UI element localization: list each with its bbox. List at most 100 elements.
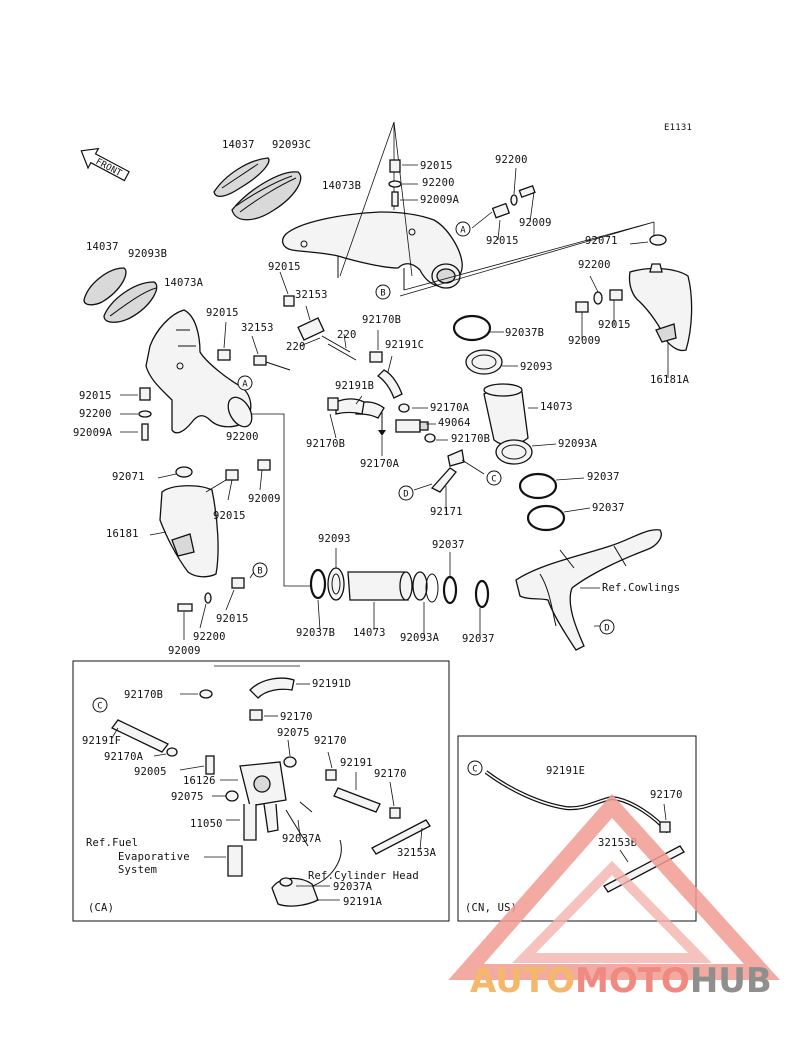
connector-letter: A (242, 380, 248, 390)
ring-92093-b (327, 567, 345, 601)
part-label-p-92200-top: 92200 (422, 177, 455, 189)
part-label-p-49064: 49064 (438, 417, 471, 429)
collar-92015-top (389, 159, 401, 173)
part-label-p-16181: 16181 (106, 528, 139, 540)
part-label-p-92170a-ca: 92170A (104, 751, 144, 763)
watermark-logo: AUTOMOTOHUB (448, 793, 781, 1001)
part-label-p-92093b: 92093B (128, 248, 167, 260)
part-label-p-92170-ca3: 92170 (374, 768, 407, 780)
part-label-p-92191f: 92191F (82, 735, 121, 747)
part-label-p-92009-r: 92009 (519, 217, 552, 229)
part-label-p-32153-l: 32153 (241, 322, 274, 334)
part-label-p-92075-ca2: 92075 (171, 791, 204, 803)
part-label-p-32153b: 32153B (598, 837, 637, 849)
part-label-p-92009-l: 92009 (248, 493, 281, 505)
part-label-p-92200-m: 92200 (226, 431, 259, 443)
connector-letter: D (403, 490, 409, 500)
part-label-p-92037-b2: 92037 (462, 633, 495, 645)
connector-c-d-mid: D (398, 485, 414, 501)
part-label-p-92170-cn: 92170 (650, 789, 683, 801)
part-label-p-92093-r: 92093 (520, 361, 553, 373)
tube-14073 (483, 383, 529, 446)
connector-circle (467, 760, 483, 776)
part-label-p-92200-b: 92200 (193, 631, 226, 643)
ref-cyl: Ref.Cylinder Head (308, 870, 419, 882)
part-label-p-92200-ll: 92200 (79, 408, 112, 420)
part-label-p-92015-l: 92015 (206, 307, 239, 319)
part-label-p-14073b: 14073B (322, 180, 361, 192)
part-label-p-92171: 92171 (430, 506, 463, 518)
connector-c-a-left: A (237, 375, 253, 391)
part-label-p-92170b-ca: 92170B (124, 689, 163, 701)
connector-c-b-low: B (252, 562, 268, 578)
box-cn-us-label: (CN, US) (465, 902, 517, 914)
part-label-p-92191b: 92191B (335, 380, 374, 392)
watermark-hub: HUB (690, 961, 772, 1001)
part-label-p-92170a-m: 92170A (430, 402, 470, 414)
grommet-92071-l (175, 466, 193, 478)
front-arrow-icon: FRONT (80, 147, 130, 182)
connector-letter: D (604, 624, 610, 634)
part-label-p-92071-r: 92071 (585, 235, 618, 247)
connector-circle (252, 562, 268, 578)
box-cn-us (457, 735, 697, 922)
part-label-p-92015-l2: 92015 (213, 510, 246, 522)
part-label-p-92009-b: 92009 (168, 645, 201, 657)
part-label-p-92093a-r: 92093A (558, 438, 598, 450)
ring-92037-r2 (526, 504, 566, 532)
part-label-p-92170b-r: 92170B (451, 433, 490, 445)
cowling-frame (515, 529, 662, 651)
watermark-auto: AUTO (470, 961, 575, 1001)
duct-14073b (281, 211, 463, 290)
ring-92093a-r (495, 439, 533, 465)
part-label-p-92037a-ca: 92037A (282, 833, 322, 845)
part-label-p-92037-r2: 92037 (592, 502, 625, 514)
part-label-p-92037-r1: 92037 (587, 471, 620, 483)
connector-letter: B (380, 289, 386, 299)
belt-92093b (103, 281, 158, 323)
part-label-p-92037a-ca2: 92037A (333, 881, 373, 893)
tube-14073-b (347, 571, 413, 601)
part-label-p-92093-b: 92093 (318, 533, 351, 545)
part-label-p-92170-ca2: 92170 (314, 735, 347, 747)
ring-92093a-b (412, 571, 428, 601)
part-label-p-92191e: 92191E (546, 765, 585, 777)
ring-92037b-r (452, 314, 492, 342)
ring-92037-b2 (474, 579, 490, 609)
part-label-p-92191c: 92191C (385, 339, 424, 351)
part-label-p-92009-rr: 92009 (568, 335, 601, 347)
part-label-p-92015-ll: 92015 (79, 390, 112, 402)
duct-16181 (159, 485, 219, 578)
part-label-p-14073: 14073 (540, 401, 573, 413)
connector-circle (237, 375, 253, 391)
part-label-p-92037-b: 92037 (432, 539, 465, 551)
connector-letter: C (491, 475, 497, 485)
part-label-p-32153-m: 32153 (295, 289, 328, 301)
connector-c-a-top: A (455, 221, 471, 237)
valve-49064 (395, 419, 421, 433)
grommet-92071-r (649, 234, 667, 246)
connector-circle (398, 485, 414, 501)
connector-c-d-low: D (599, 619, 615, 635)
connector-letter: B (257, 567, 263, 577)
part-label-p-92200-rr: 92200 (578, 259, 611, 271)
ref-fuel-1: Ref.Fuel (86, 837, 138, 849)
box-ca (72, 660, 450, 922)
part-label-p-16181a: 16181A (650, 374, 690, 386)
part-label-p-92093a-b: 92093A (400, 632, 440, 644)
part-label-p-92191a: 92191A (343, 896, 383, 908)
part-label-p-14037-l: 14037 (86, 241, 119, 253)
figure-code: E1131 (664, 123, 692, 133)
part-label-p-14073-b: 14073 (353, 627, 386, 639)
belt-14037-top (213, 157, 270, 198)
connector-letter: C (97, 702, 103, 712)
part-label-p-220-a: 220 (337, 329, 357, 341)
connector-c-c-ca: C (92, 697, 108, 713)
connector-c-b-mid: B (375, 284, 391, 300)
part-label-p-92191d: 92191D (312, 678, 351, 690)
part-label-p-92200-r: 92200 (495, 154, 528, 166)
connector-c-c-mid: C (486, 470, 502, 486)
part-label-p-92037b-b: 92037B (296, 627, 335, 639)
